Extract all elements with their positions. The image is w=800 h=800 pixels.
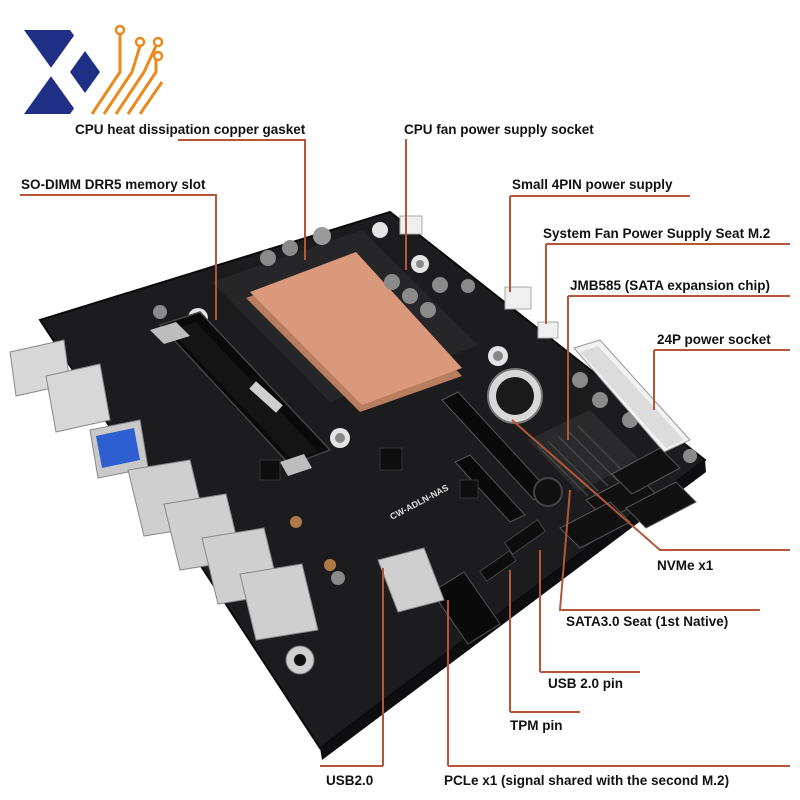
- buzzer: [533, 477, 563, 507]
- leader-lines: [20, 139, 790, 767]
- jmb585-heatsink: [528, 410, 640, 497]
- sodimm-slot: [150, 311, 332, 476]
- label-sys-fan: System Fan Power Supply Seat M.2: [543, 226, 771, 241]
- label-cpu-fan: CPU fan power supply socket: [404, 122, 594, 137]
- label-nvme: NVMe x1: [657, 558, 714, 573]
- label-usb20-pin: USB 2.0 pin: [548, 676, 624, 691]
- label-usb2: USB2.0: [326, 773, 374, 788]
- circuit-x-logo-icon: [24, 24, 164, 115]
- label-24p: 24P power socket: [657, 332, 771, 347]
- label-cpu-gasket: CPU heat dissipation copper gasket: [75, 122, 306, 137]
- coin-battery: [487, 368, 543, 424]
- label-sodimm: SO-DIMM DRR5 memory slot: [21, 177, 206, 192]
- rear-io: [9, 339, 445, 675]
- label-tpm: TPM pin: [510, 718, 563, 733]
- pcie-slot: [431, 571, 501, 645]
- cpu-area: [212, 230, 478, 412]
- chips: [259, 447, 479, 499]
- label-sata: SATA3.0 Seat (1st Native): [566, 614, 729, 629]
- 24p-socket: [573, 339, 691, 453]
- sata-ports: [559, 447, 697, 549]
- capacitors: [153, 227, 697, 585]
- pin-headers: [479, 519, 547, 582]
- label-small-4pin: Small 4PIN power supply: [512, 177, 673, 192]
- headers: [399, 215, 559, 339]
- label-pcie: PCLe x1 (signal shared with the second M…: [444, 773, 730, 788]
- label-jmb585: JMB585 (SATA expansion chip): [570, 278, 771, 293]
